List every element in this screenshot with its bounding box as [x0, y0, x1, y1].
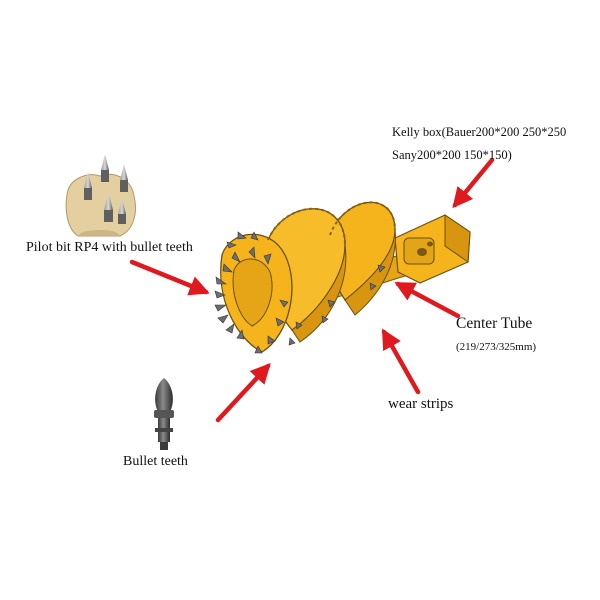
arrow-kelly-box [452, 157, 495, 209]
bullet-teeth-label: Bullet teeth [123, 454, 188, 469]
kelly-box-label: Kelly box(Bauer200*200 250*250 [392, 125, 567, 139]
arrow-center-tube [394, 281, 461, 319]
bullet-tooth-photo-icon [154, 378, 174, 450]
center-tube-sizes-label: (219/273/325mm) [456, 341, 537, 353]
callout-arrows [129, 157, 495, 423]
pilot-bit-photo-icon [65, 154, 136, 237]
arrow-bullet-teeth [215, 363, 271, 423]
auger-illustration [214, 201, 471, 354]
center-tube-label: Center Tube [456, 315, 533, 332]
arrow-wear-strips [381, 328, 421, 395]
arrow-pilot-bit [129, 259, 210, 296]
wear-strips-label: wear strips [388, 396, 454, 412]
kelly-box-label-sizes: Sany200*200 150*150) [392, 148, 512, 162]
pilot-bit-label: Pilot bit RP4 with bullet teeth [26, 240, 193, 255]
kelly-box [394, 214, 471, 284]
cutting-teeth [214, 231, 386, 354]
